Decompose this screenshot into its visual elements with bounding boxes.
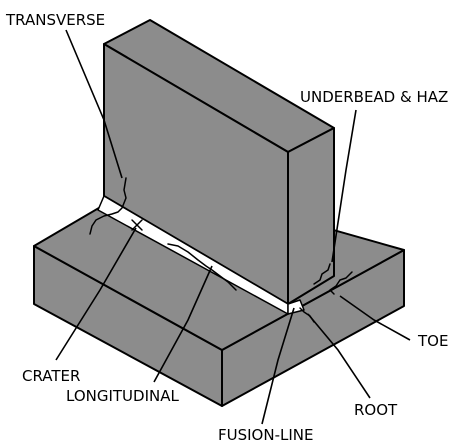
label-crater: CRATER xyxy=(22,367,80,385)
weld-bead-end xyxy=(287,299,305,315)
label-root: ROOT xyxy=(354,401,398,419)
transverse-crack xyxy=(89,177,127,235)
label-underbead-haz: UNDERBEAD & HAZ xyxy=(300,88,448,106)
longitudinal-crack xyxy=(167,243,237,291)
underbead-leader xyxy=(331,109,357,263)
crater-leader xyxy=(55,227,137,361)
underbead-crack xyxy=(313,263,331,285)
transverse-leader xyxy=(65,29,123,179)
crater-mark xyxy=(131,219,143,231)
root-leader xyxy=(307,313,371,399)
longitudinal-leader xyxy=(153,265,213,383)
label-fusion-line: FUSION-LINE xyxy=(218,426,313,442)
label-transverse: TRANSVERSE xyxy=(5,11,105,29)
vertical-plate-right-face xyxy=(287,127,335,305)
toe-leader xyxy=(339,295,411,341)
label-toe: TOE xyxy=(417,332,448,350)
fusion-line-leader xyxy=(261,307,295,425)
toe-crack xyxy=(329,271,353,295)
label-longitudinal: LONGITUDINAL xyxy=(66,387,179,405)
